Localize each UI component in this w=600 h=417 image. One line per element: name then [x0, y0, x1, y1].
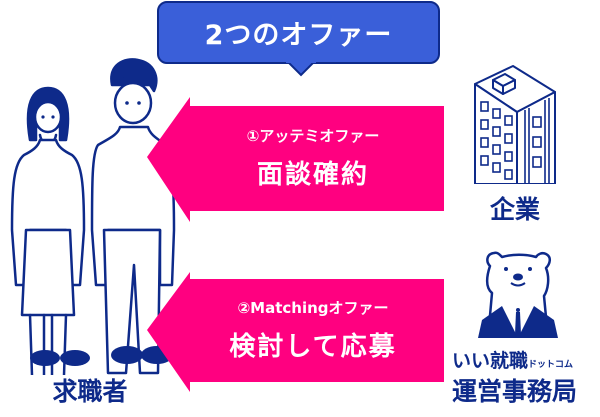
offer-2-name: ②Matchingオファー	[237, 299, 389, 317]
job-seekers-label: 求職者	[52, 377, 128, 406]
arrow-left-icon	[147, 272, 444, 392]
operator-label: 運営事務局	[452, 377, 578, 406]
offer-1-result: 面談確約	[256, 160, 369, 190]
polar-bear-mascot-icon	[478, 251, 558, 338]
title: 2つのオファー	[204, 20, 393, 51]
operator-brand-main: いい就職	[452, 350, 529, 372]
shoes-icon	[30, 346, 173, 366]
bubble-tail-icon	[286, 60, 316, 77]
company-label: 企業	[489, 195, 540, 224]
offer-2: ②Matchingオファー 検討して応募	[178, 297, 448, 363]
arrow-left-icon	[147, 97, 444, 222]
office-building-icon	[474, 65, 556, 184]
operator-brand: いい就職ドットコム	[452, 346, 592, 373]
offer-1-name: ①アッテミオファー	[246, 127, 380, 145]
offer-2-result: 検討して応募	[229, 332, 397, 362]
title-bubble: 2つのオファー	[157, 1, 440, 64]
operator-brand-small: ドットコム	[528, 360, 574, 370]
offer-1: ①アッテミオファー 面談確約	[178, 125, 448, 191]
